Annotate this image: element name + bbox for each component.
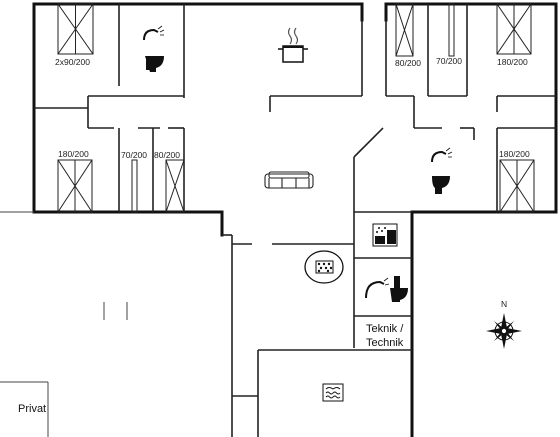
- bed-mid-left-c: [165, 159, 185, 213]
- compass-north-label: N: [501, 299, 507, 309]
- terrace-lines: [0, 211, 128, 437]
- room-label-teknik: Teknik /: [366, 323, 404, 335]
- compass-icon: N: [486, 299, 522, 349]
- bed-top-left: [57, 3, 94, 55]
- room-label-privat: Privat: [18, 403, 46, 415]
- room-label-technik: Technik: [366, 337, 404, 349]
- pool-icon: [322, 383, 344, 402]
- bed-label-mid-left-b: 70/200: [121, 150, 147, 160]
- bed-top-right-b: [448, 3, 455, 57]
- bed-label-top-right-c: 180/200: [497, 57, 528, 67]
- bed-label-mid-left-a: 180/200: [58, 149, 89, 159]
- interior-walls: [34, 4, 556, 437]
- bed-mid-left-a: [57, 159, 93, 213]
- whirlpool-icon: [304, 250, 344, 284]
- shower-toilet-icon: [143, 25, 165, 72]
- cooking-pot-icon: [278, 27, 308, 63]
- washer-icon: [372, 223, 398, 247]
- bed-top-right-c: [496, 3, 532, 55]
- bed-label-top-right-a: 80/200: [395, 58, 421, 68]
- bed-label-mid-left-c: 80/200: [154, 150, 180, 160]
- outer-walls: [32, 2, 558, 437]
- shower-toilet-icon: [365, 276, 408, 302]
- bed-mid-left-b: [131, 159, 138, 213]
- bed-label-mid-right: 180/200: [499, 149, 530, 159]
- shower-toilet-icon: [431, 147, 453, 194]
- sofa-icon: [264, 171, 314, 189]
- beds: [57, 3, 535, 213]
- bed-mid-right: [499, 159, 535, 213]
- bed-top-right-a: [395, 3, 414, 57]
- bed-label-top-left: 2x90/200: [55, 57, 90, 67]
- bed-label-top-right-b: 70/200: [436, 56, 462, 66]
